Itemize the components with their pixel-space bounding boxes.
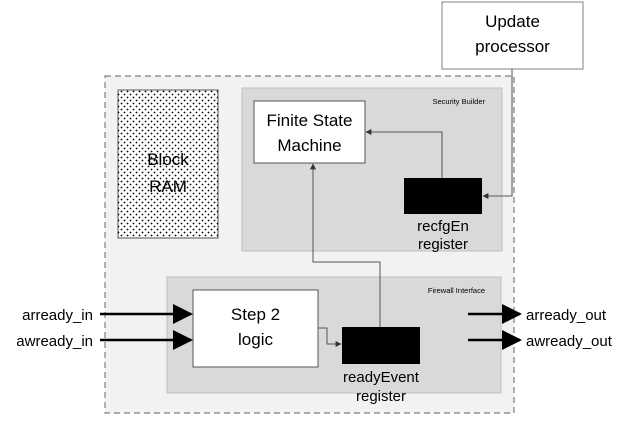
step2-logic: Step 2 logic — [192, 289, 319, 368]
step2-to-readyevent-arrow — [318, 327, 342, 347]
block-ram: Block RAM — [117, 89, 219, 239]
readyevent-to-fsm-arrow — [310, 163, 381, 327]
update-processor-label-1: Update — [485, 12, 540, 31]
output-signals: arready_out awready_out — [468, 304, 613, 350]
fsm-label-2: Machine — [277, 136, 341, 155]
update-processor-box: Update processor — [441, 1, 584, 70]
fsm-label-1: Finite State — [267, 111, 353, 130]
block-ram-label-1: Block — [147, 150, 189, 169]
input-signals: arready_in awready_in — [16, 304, 193, 350]
security-builder-title: Security Builder — [432, 97, 485, 106]
readyevent-register: readyEvent register — [342, 327, 420, 405]
block-ram-label-2: RAM — [149, 177, 187, 196]
step2-label-2: logic — [238, 330, 273, 349]
finite-state-machine: Finite State Machine — [253, 100, 366, 164]
readyevent-label-2: register — [356, 388, 406, 405]
firewall-interface: Firewall Interface Step 2 logic readyEve… — [166, 276, 502, 405]
security-builder: Security Builder Finite State Machine re… — [241, 87, 503, 253]
recfgen-register: recfgEn register — [404, 178, 482, 253]
awready-in-label: awready_in — [16, 333, 93, 350]
firewall-interface-title: Firewall Interface — [428, 286, 485, 295]
readyevent-label-1: readyEvent — [343, 369, 420, 386]
recfgen-to-fsm-arrow — [365, 129, 443, 178]
recfgen-label-1: recfgEn — [417, 218, 469, 235]
connectors — [310, 69, 513, 347]
arready-out-label: arready_out — [526, 307, 607, 324]
step2-label-1: Step 2 — [231, 305, 280, 324]
recfgen-label-2: register — [418, 236, 468, 253]
update-to-recfgen-arrow — [482, 69, 513, 199]
update-processor-label-2: processor — [475, 37, 550, 56]
awready-out-label: awready_out — [526, 333, 613, 350]
arready-in-label: arready_in — [22, 307, 93, 324]
